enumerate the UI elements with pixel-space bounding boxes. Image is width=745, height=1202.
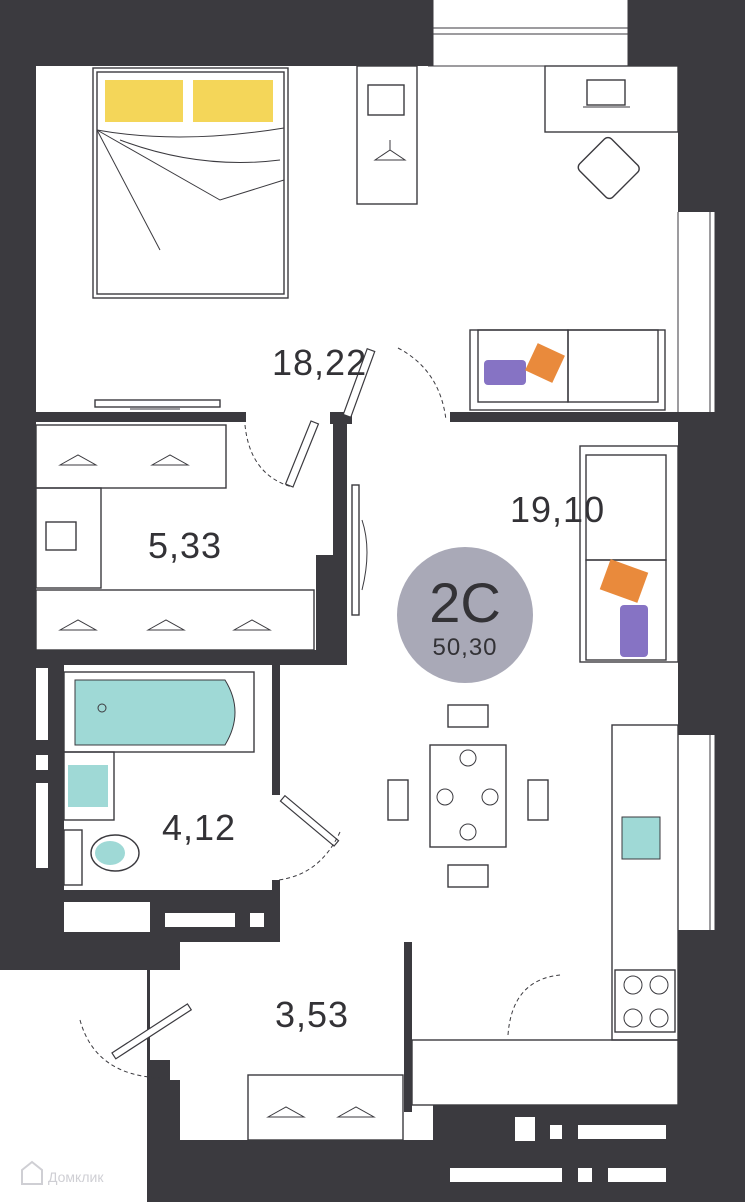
floor bbox=[36, 66, 678, 1140]
apartment-total-area: 50,30 bbox=[432, 634, 497, 661]
partitions bbox=[36, 412, 680, 1182]
dining-table bbox=[387, 704, 549, 888]
bed bbox=[92, 67, 289, 299]
watermark-text: Домклик bbox=[48, 1169, 104, 1185]
bedroom-closet bbox=[356, 65, 418, 205]
window-top bbox=[428, 0, 633, 67]
toilet bbox=[63, 829, 140, 886]
bedroom-area-label: 18,22 bbox=[272, 342, 367, 383]
watermark: Домклик bbox=[21, 1160, 104, 1185]
desk bbox=[544, 65, 679, 200]
living-sofa bbox=[579, 445, 679, 663]
wardrobe-furniture bbox=[35, 424, 315, 651]
bathtub bbox=[63, 671, 255, 753]
badge-circle bbox=[397, 547, 533, 683]
sink bbox=[63, 751, 115, 821]
kitchen bbox=[411, 724, 679, 1106]
hallway-closet bbox=[247, 1074, 404, 1141]
apartment-badge: 2С 50,30 bbox=[397, 547, 533, 683]
window-right-upper bbox=[677, 212, 716, 412]
bedroom-sofa bbox=[469, 329, 666, 411]
wardrobe-area-label: 5,33 bbox=[148, 525, 222, 566]
bathroom-area-label: 4,12 bbox=[162, 807, 236, 848]
living-area-label: 19,10 bbox=[510, 489, 605, 530]
window-right-lower bbox=[677, 735, 716, 930]
house-icon bbox=[21, 1160, 43, 1185]
hallway-area-label: 3,53 bbox=[275, 994, 349, 1035]
tv bbox=[94, 399, 368, 616]
doors bbox=[79, 347, 561, 1079]
apartment-type: 2С bbox=[429, 571, 501, 634]
